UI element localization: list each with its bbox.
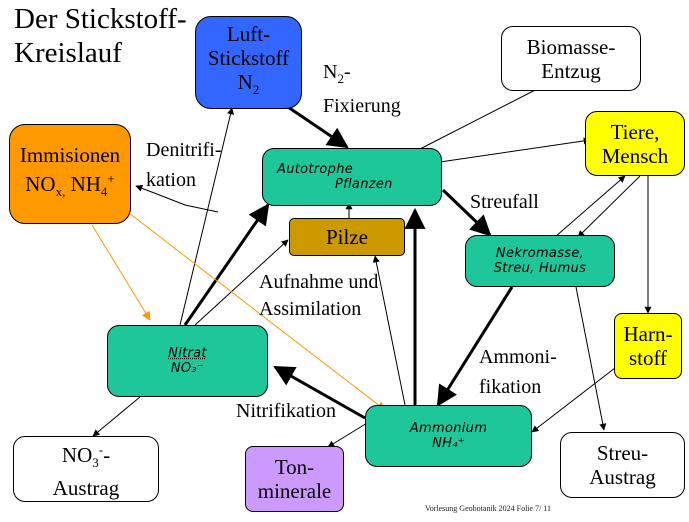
luft-formula: N2 bbox=[237, 70, 260, 98]
arrow-ammonium-tonminerale bbox=[327, 419, 373, 448]
arrow-harnstoff-ammonium bbox=[531, 367, 616, 433]
arrow-streufall bbox=[441, 188, 492, 237]
immisionen-formula: NOx, NH4+ bbox=[25, 171, 115, 200]
biomasse-line-1: Biomasse- bbox=[526, 34, 616, 59]
no3-austrag-formula: NO3-- bbox=[61, 442, 111, 471]
arrow-nitrifikation bbox=[273, 365, 366, 420]
arrow-nekromasse-tiere bbox=[554, 175, 626, 238]
label-streufall: Streufall bbox=[470, 191, 539, 213]
arrow-denitrifikation bbox=[179, 107, 234, 326]
luft-line-1: Luft- bbox=[226, 22, 271, 47]
label-fixierung: Fixierung bbox=[323, 95, 401, 117]
node-ammonium: Ammonium NH₄⁺ bbox=[365, 405, 532, 467]
arrow-nitrat-pflanzen bbox=[183, 203, 270, 326]
label-aufnahme: Aufnahme und Assimilation bbox=[259, 271, 379, 320]
node-tiere-mensch: Tiere, Mensch bbox=[585, 111, 685, 176]
nekromasse-line-1: Nekromasse, bbox=[495, 246, 585, 261]
tiere-line-2: Mensch bbox=[601, 143, 669, 168]
harnstoff-line-1: Harn- bbox=[623, 322, 673, 346]
nitrat-line-1: Nitrat bbox=[168, 346, 207, 361]
label-ammonifikation: Ammoni- fikation bbox=[479, 346, 557, 398]
harnstoff-line-2: stoff bbox=[628, 346, 668, 370]
arrow-ammonium-pilze bbox=[372, 255, 406, 406]
label-n2-fixierung: N2- bbox=[323, 61, 351, 86]
node-nitrat: Nitrat NO₃⁻ bbox=[107, 325, 268, 397]
node-streu-austrag: Streu- Austrag bbox=[560, 432, 685, 498]
luft-line-2: Stickstoff bbox=[207, 46, 290, 71]
arrow-to-immisionen bbox=[135, 184, 219, 213]
pflanzen-line-2: Pflanzen bbox=[335, 177, 393, 192]
arrow-streu-austrag bbox=[575, 286, 607, 431]
page-title: Der Stickstoff- Kreislauf bbox=[14, 2, 187, 70]
tiere-line-1: Tiere, bbox=[610, 119, 660, 144]
node-nekromasse: Nekromasse, Streu, Humus bbox=[465, 235, 615, 287]
node-harnstoff: Harn- stoff bbox=[614, 313, 682, 379]
arrow-immission-nitrat bbox=[91, 224, 151, 321]
arrow-ammonifikation bbox=[436, 286, 514, 407]
arrow-no3-austrag bbox=[92, 396, 141, 437]
arrow-tiere-nekromasse bbox=[577, 175, 641, 238]
immisionen-line-1: Immisionen bbox=[19, 143, 121, 168]
arrow-nitrat-pilze bbox=[194, 239, 289, 326]
nekromasse-line-2: Streu, Humus bbox=[493, 261, 587, 276]
node-luft-stickstoff: Luft- Stickstoff N2 bbox=[195, 16, 302, 109]
node-immisionen: Immisionen NOx, NH4+ bbox=[9, 124, 131, 224]
label-denitrifikation: Denitrifi- kation bbox=[146, 139, 222, 191]
pilze-label: Pilze bbox=[326, 225, 368, 249]
nitrat-line-2: NO₃⁻ bbox=[170, 361, 205, 376]
arrow-pflanzen-tiere bbox=[439, 137, 591, 163]
title-line-1: Der Stickstoff- bbox=[14, 3, 187, 35]
arrow-immission-ammonium bbox=[124, 209, 386, 411]
node-pilze: Pilze bbox=[289, 218, 405, 256]
arrow-biomasse-entzug bbox=[417, 84, 546, 151]
node-biomasse-entzug: Biomasse- Entzug bbox=[501, 26, 641, 91]
streu-austrag-line-1: Streu- bbox=[596, 441, 649, 465]
no3-austrag-line-2: Austrag bbox=[52, 475, 120, 500]
biomasse-line-2: Entzug bbox=[541, 58, 601, 83]
ammonium-line-1: Ammonium bbox=[409, 421, 488, 436]
label-nitrifikation: Nitrifikation bbox=[236, 400, 336, 422]
title-line-2: Kreislauf bbox=[14, 37, 122, 69]
node-autotrophe-pflanzen: Autotrophe Pflanzen bbox=[262, 148, 442, 206]
pflanzen-line-1: Autotrophe bbox=[277, 162, 354, 177]
footer-slide-info: Vorlesung Geobotanik 2024 Folie 7/ 11 bbox=[425, 504, 551, 513]
node-tonminerale: Ton- minerale bbox=[245, 446, 344, 512]
ammonium-line-2: NH₄⁺ bbox=[432, 436, 465, 451]
tonminerale-line-2: minerale bbox=[257, 479, 332, 503]
streu-austrag-line-2: Austrag bbox=[589, 465, 656, 489]
node-no3-austrag: NO3-- Austrag bbox=[13, 436, 159, 502]
arrow-n2-fixierung bbox=[284, 103, 349, 149]
tonminerale-line-1: Ton- bbox=[274, 455, 315, 479]
